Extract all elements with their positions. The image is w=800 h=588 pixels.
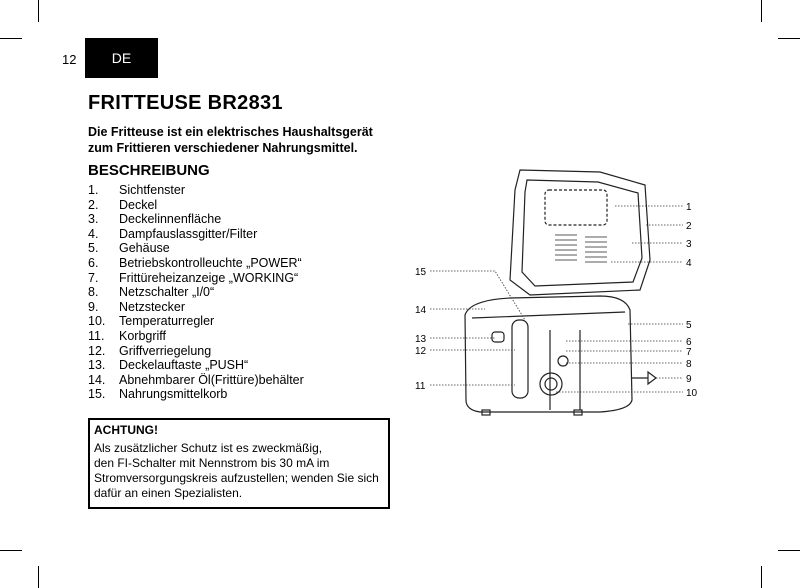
item-number: 3. [88, 212, 99, 227]
item-number: 4. [88, 226, 99, 241]
crop-mark [0, 550, 22, 551]
temperature-knob [539, 372, 563, 396]
item-number: 5. [88, 241, 99, 256]
item-number: 2. [88, 197, 99, 212]
item-label: Deckelinnenfläche [119, 212, 222, 227]
item-label: Abnehmbarer Öl(Frittüre)behälter [119, 372, 304, 387]
crop-mark [38, 0, 39, 22]
push-button [491, 331, 505, 343]
item-label: Korbgriff [119, 328, 167, 343]
warning-line: dafür an einen Spezialisten. [94, 486, 243, 500]
crop-mark [778, 550, 800, 551]
list-item: 6. Betriebskontrolleuchte „POWER“ [88, 256, 304, 271]
item-number: 9. [88, 299, 99, 314]
item-label: Frittüreheizanzeige „WORKING“ [119, 270, 299, 285]
list-item: 4. Dampfauslassgitter/Filter [88, 227, 304, 242]
item-number: 6. [88, 255, 99, 270]
callout-label: 6 [686, 337, 692, 348]
power-plug [632, 370, 657, 386]
list-item: 7. Frittüreheizanzeige „WORKING“ [88, 271, 304, 286]
right-labels: 1 2 3 4 5 6 7 8 9 10 [686, 202, 698, 399]
intro-text: Die Fritteuse ist ein elektrisches Haush… [88, 124, 373, 156]
warning-line: Als zusätzlicher Schutz ist es zweckmäßi… [94, 441, 323, 455]
crop-mark [761, 0, 762, 22]
housing [464, 295, 633, 413]
section-title: BESCHREIBUNG [88, 162, 210, 179]
callout-label: 9 [686, 374, 692, 385]
list-item: 9. Netzstecker [88, 300, 304, 315]
fryer-illustration [464, 169, 657, 416]
item-number: 10. [88, 314, 106, 329]
item-number: 12. [88, 343, 106, 358]
crop-mark [778, 38, 800, 39]
page-title: FRITTEUSE BR2831 [88, 92, 283, 114]
callout-label: 12 [415, 346, 427, 357]
item-label: Netzschalter „I/0“ [119, 285, 215, 300]
list-item: 11. Korbgriff [88, 329, 304, 344]
list-item: 5. Gehäuse [88, 241, 304, 256]
list-item: 1. Sichtfenster [88, 183, 304, 198]
item-number: 15. [88, 387, 106, 402]
list-item: 2. Deckel [88, 198, 304, 213]
warning-box: ACHTUNG! Als zusätzlicher Schutz ist es … [88, 418, 390, 509]
list-item: 8. Netzschalter „I/0“ [88, 285, 304, 300]
item-number: 7. [88, 270, 99, 285]
item-number: 14. [88, 372, 106, 387]
viewing-window [544, 189, 608, 226]
intro-line: Die Fritteuse ist ein elektrisches Haush… [88, 125, 373, 139]
item-number: 1. [88, 183, 99, 197]
item-label: Griffverriegelung [119, 343, 212, 358]
callout-label: 5 [686, 320, 692, 331]
callout-label: 4 [686, 258, 692, 269]
item-label: Nahrungsmittelkorb [119, 387, 228, 402]
item-label: Deckel [119, 197, 158, 212]
warning-title: ACHTUNG! [94, 423, 158, 437]
intro-line: zum Frittieren verschiedener Nahrungsmit… [88, 141, 358, 155]
list-item: 15. Nahrungsmittelkorb [88, 387, 304, 402]
warning-line: den FI-Schalter mit Nennstrom bis 30 mA … [94, 456, 330, 470]
left-labels: 15 14 13 12 11 [415, 267, 427, 392]
language-tab: DE [85, 38, 158, 78]
crop-mark [0, 38, 22, 39]
item-label: Netzstecker [119, 299, 185, 314]
item-label: Deckelauftaste „PUSH“ [119, 358, 249, 373]
item-label: Sichtfenster [119, 183, 186, 197]
item-label: Dampfauslassgitter/Filter [119, 226, 258, 241]
callout-label: 8 [686, 359, 692, 370]
callout-label: 3 [686, 239, 692, 250]
item-label: Gehäuse [119, 241, 170, 256]
callout-label: 15 [415, 267, 427, 278]
leader-lines [430, 205, 683, 393]
list-item: 13. Deckelauftaste „PUSH“ [88, 358, 304, 373]
item-number: 11. [88, 328, 105, 343]
item-label: Temperaturregler [119, 314, 215, 329]
item-number: 13. [88, 358, 106, 373]
list-item: 12. Griffverriegelung [88, 344, 304, 359]
lid [509, 169, 651, 296]
callout-label: 7 [686, 347, 692, 358]
callout-label: 10 [686, 388, 698, 399]
callout-label: 2 [686, 221, 692, 232]
callout-label: 1 [686, 202, 692, 213]
crop-mark [38, 566, 39, 588]
parts-list: 1. Sichtfenster 2. Deckel 3. Deckelinnenfläch… [88, 183, 304, 402]
power-switch [557, 355, 569, 367]
warning-line: Stromversorgungskreis aufzustellen; wend… [94, 471, 379, 485]
list-item: 10. Temperaturregler [88, 314, 304, 329]
basket-handle [511, 319, 529, 399]
item-number: 8. [88, 285, 99, 300]
callout-label: 13 [415, 334, 427, 345]
list-item: 3. Deckelinnenfläche [88, 212, 304, 227]
callout-label: 11 [415, 381, 426, 392]
item-label: Betriebskontrolleuchte „POWER“ [119, 255, 302, 270]
page-number: 12 [62, 52, 77, 67]
crop-mark [761, 566, 762, 588]
callout-label: 14 [415, 305, 427, 316]
list-item: 14. Abnehmbarer Öl(Frittüre)behälter [88, 373, 304, 388]
